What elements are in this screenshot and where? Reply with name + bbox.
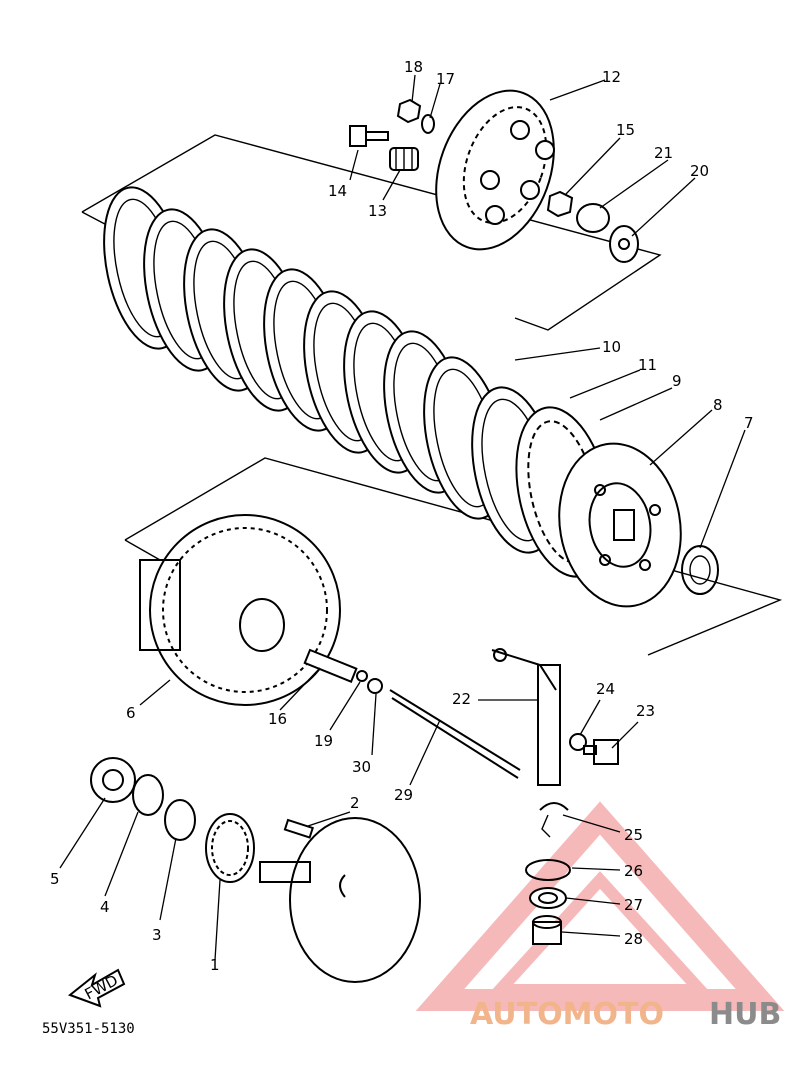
push-rod-16	[303, 648, 358, 684]
bolt-14	[349, 125, 389, 147]
key-2	[283, 818, 314, 839]
watermark-brand-part1: AUTOMOTO	[470, 997, 664, 1032]
label-part-22: 22	[452, 690, 471, 708]
washer-24	[569, 733, 587, 751]
nut-21	[576, 203, 610, 233]
pressure-plate	[558, 442, 682, 608]
watermark-logo: AUTOMOTO HUB	[470, 997, 781, 1032]
label-part-8: 8	[713, 396, 723, 414]
washer-5	[90, 757, 136, 803]
label-part-16: 16	[268, 710, 287, 728]
label-part-24: 24	[596, 680, 615, 698]
part-labels: 1 2 3 4 5 6 7 8 9 10 11 12 13 14 15 16 1…	[50, 58, 754, 974]
clutch-housing-6	[139, 514, 341, 706]
label-part-30: 30	[352, 758, 371, 776]
label-part-2: 2	[350, 794, 360, 812]
label-part-17: 17	[436, 70, 455, 88]
forward-arrow-icon: FWD	[67, 968, 126, 1008]
ball-30	[367, 678, 383, 694]
label-part-9: 9	[672, 372, 682, 390]
o-ring-19	[356, 670, 368, 682]
pressure-cover-12	[435, 89, 555, 251]
label-part-20: 20	[690, 162, 709, 180]
bushing-28	[532, 915, 562, 945]
bolt-23	[583, 739, 619, 765]
drawing-code: 55V351-5130	[42, 1021, 135, 1037]
circlip-7	[681, 545, 719, 595]
gear-1	[205, 813, 255, 883]
label-part-25: 25	[624, 826, 643, 844]
label-part-29: 29	[394, 786, 413, 804]
nut-18	[396, 98, 422, 124]
drum	[259, 817, 421, 983]
label-part-10: 10	[602, 338, 621, 356]
label-part-21: 21	[654, 144, 673, 162]
label-part-11: 11	[638, 356, 657, 374]
spring-25	[539, 802, 569, 838]
label-part-1: 1	[210, 956, 220, 974]
circlip-3	[164, 799, 196, 841]
label-part-7: 7	[744, 414, 754, 432]
washer-15	[546, 190, 574, 218]
label-part-23: 23	[636, 702, 655, 720]
lock-washer-20	[609, 225, 639, 263]
label-part-28: 28	[624, 930, 643, 948]
spring-13	[389, 147, 419, 171]
label-part-5: 5	[50, 870, 60, 888]
push-lever-22	[491, 648, 561, 786]
label-part-14: 14	[328, 182, 347, 200]
watermark-brand-part2: HUB	[709, 997, 781, 1032]
label-part-6: 6	[126, 704, 136, 722]
seal-27	[529, 887, 567, 909]
circlip-26	[525, 859, 571, 881]
push-rod-29	[389, 689, 521, 779]
washer-17	[421, 114, 435, 134]
fwd-label: FWD	[82, 971, 121, 1003]
label-part-12: 12	[602, 68, 621, 86]
label-part-26: 26	[624, 862, 643, 880]
label-part-15: 15	[616, 121, 635, 139]
label-part-19: 19	[314, 732, 333, 750]
circlip-4	[132, 774, 164, 816]
label-part-27: 27	[624, 896, 643, 914]
label-part-18: 18	[404, 58, 423, 76]
leader-lines	[59, 74, 746, 961]
label-part-4: 4	[100, 898, 110, 916]
label-part-13: 13	[368, 202, 387, 220]
label-part-3: 3	[152, 926, 162, 944]
watermark-triangle	[415, 801, 785, 1011]
